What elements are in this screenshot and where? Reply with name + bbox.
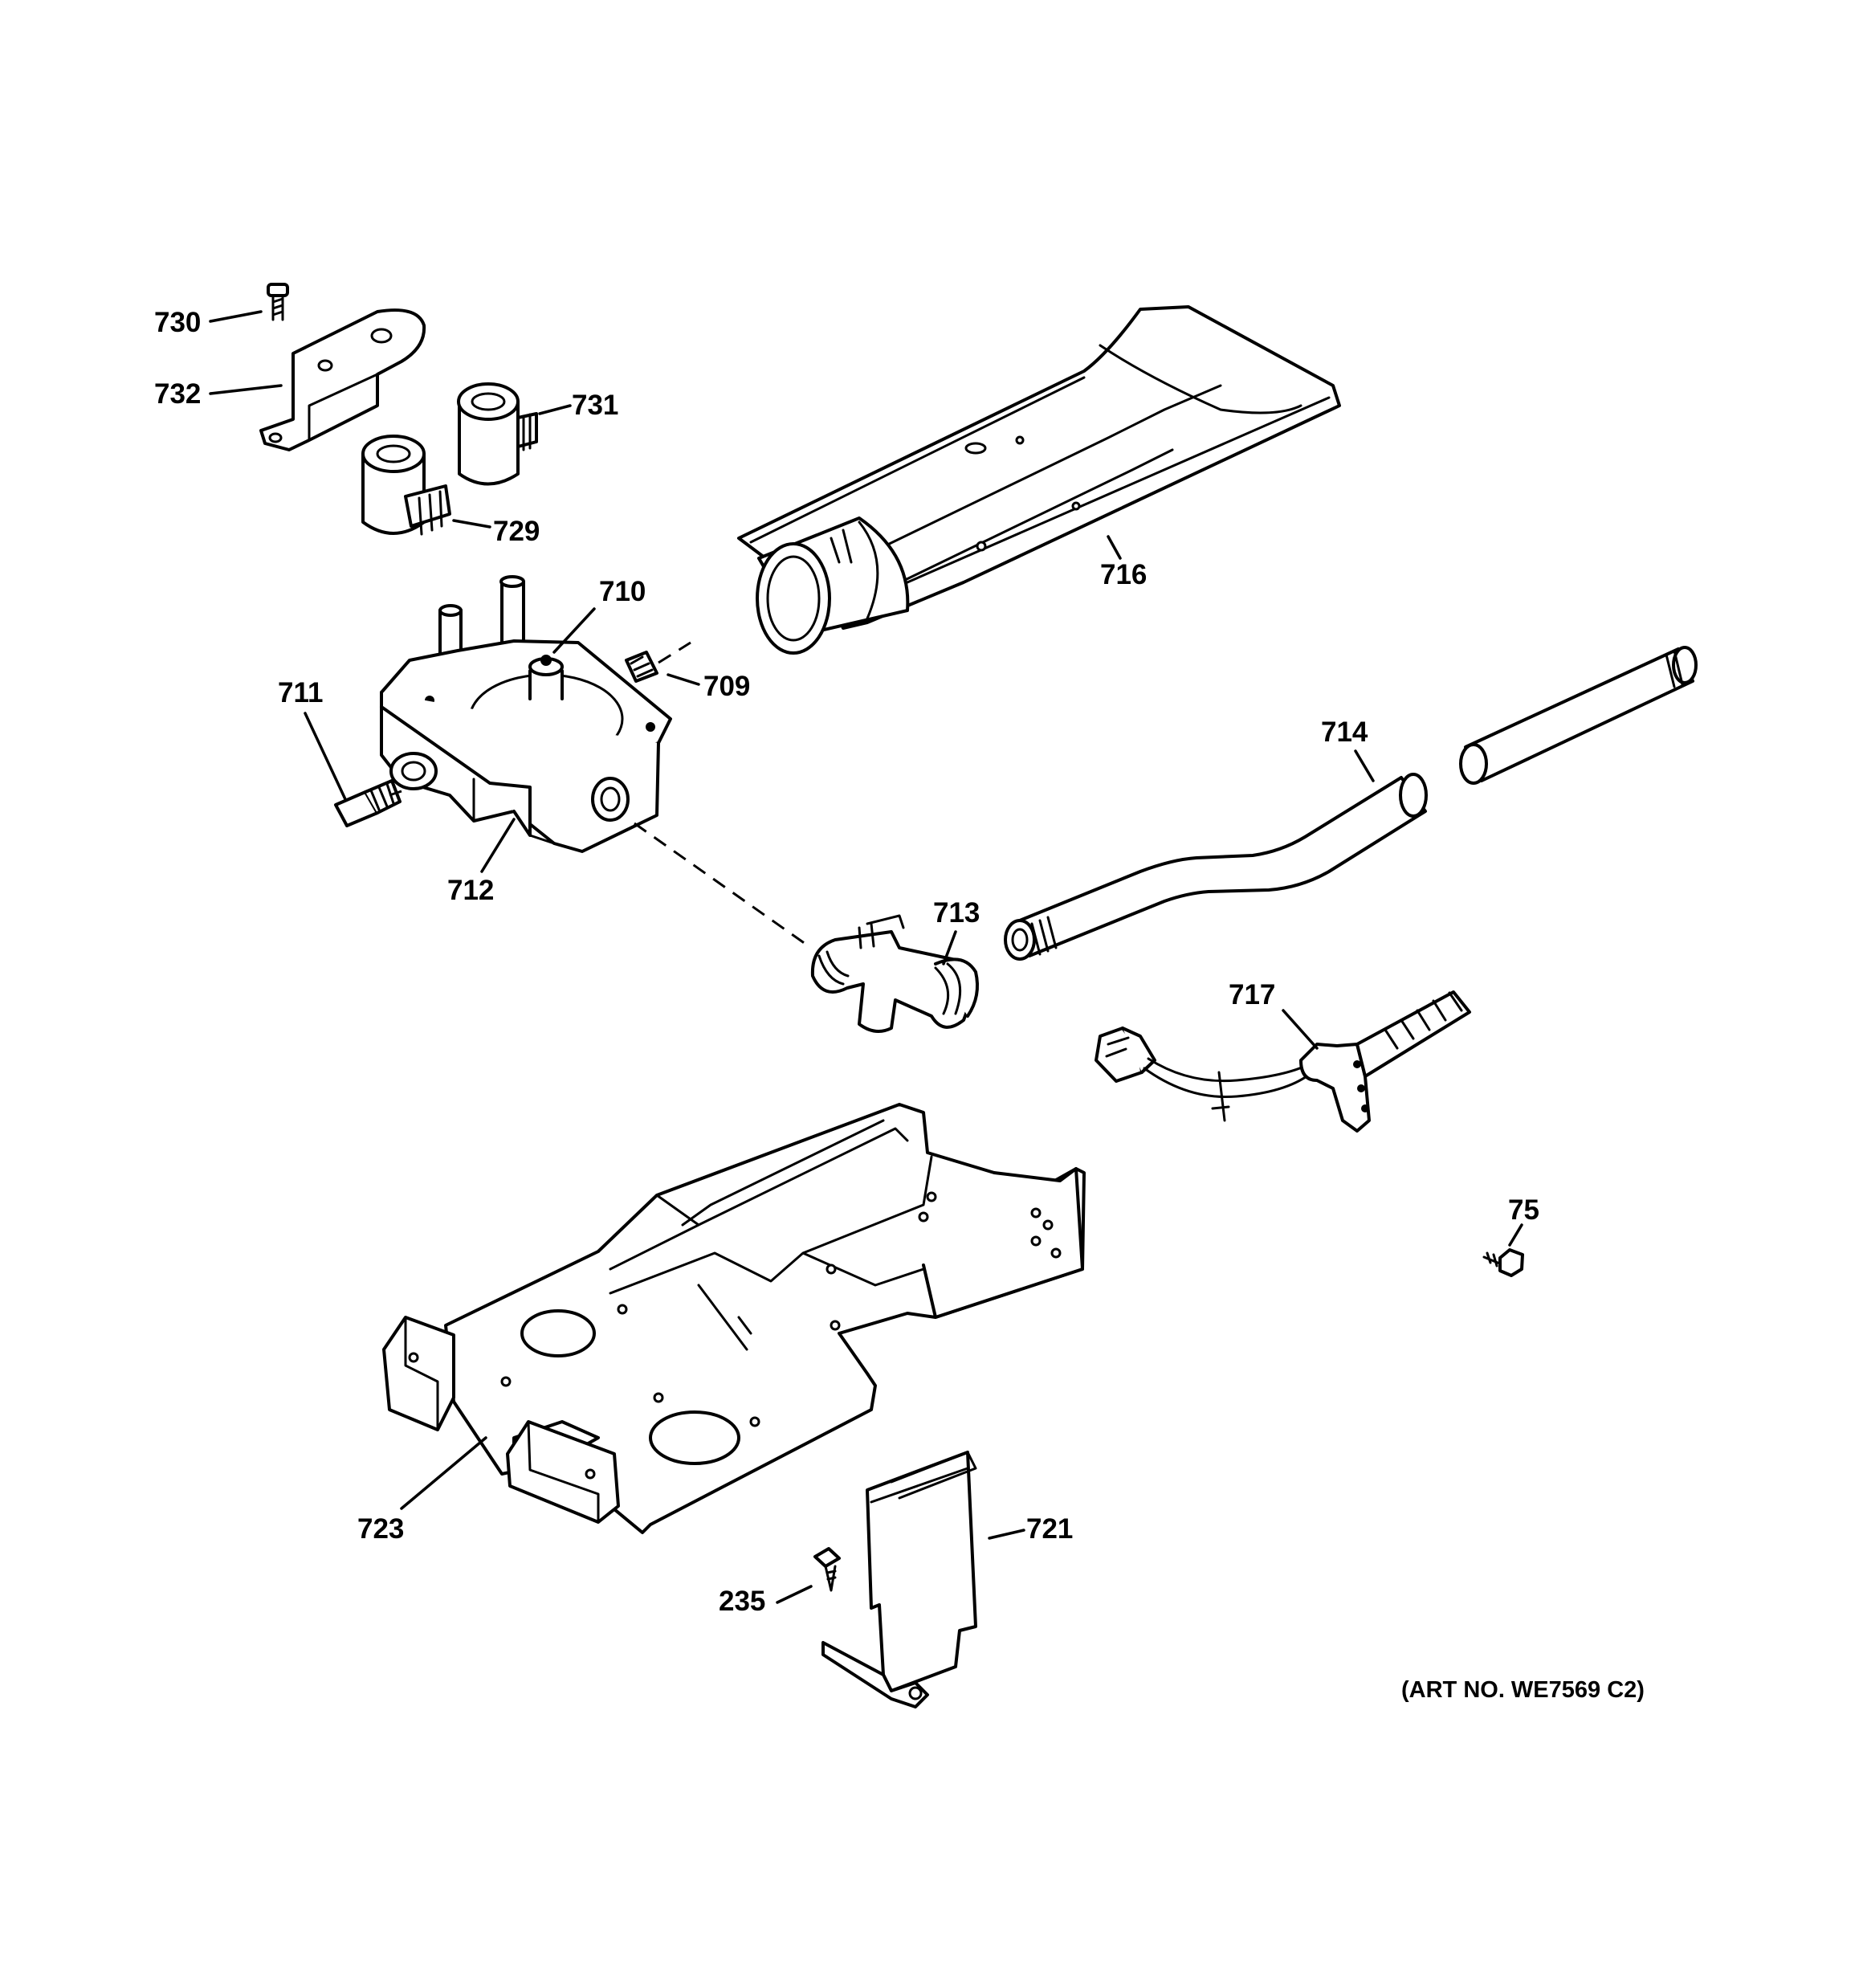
leader-717 (1282, 1009, 1319, 1050)
igniter-717 (1095, 990, 1471, 1133)
leader-723 (400, 1436, 487, 1510)
callout-730: 730 (154, 307, 201, 338)
shield-721 (821, 1451, 977, 1708)
leader-712 (480, 818, 516, 873)
elbow-fitting-713 (810, 914, 979, 1033)
callout-713: 713 (933, 897, 980, 929)
pipe-extension (1459, 646, 1698, 785)
coil-731 (457, 382, 538, 486)
screw-730 (267, 283, 289, 321)
callout-710: 710 (599, 576, 646, 607)
callout-723: 723 (357, 1513, 404, 1545)
leader-711 (304, 712, 347, 801)
leader-710 (552, 607, 596, 654)
dashline-711 (389, 790, 402, 797)
gas-valve-710 (380, 575, 672, 853)
bracket-723 (382, 1103, 1086, 1534)
leader-235 (776, 1585, 813, 1604)
leader-732 (209, 384, 283, 395)
pipe-714 (1004, 773, 1428, 961)
callout-716: 716 (1100, 559, 1147, 590)
leader-714 (1354, 749, 1375, 782)
dashline-713 (634, 822, 812, 949)
callout-709: 709 (703, 671, 750, 702)
leader-713 (942, 930, 957, 965)
leader-731 (538, 404, 572, 415)
leader-721 (988, 1529, 1025, 1540)
leader-716 (1107, 535, 1122, 560)
callout-75: 75 (1508, 1194, 1539, 1226)
callout-711: 711 (278, 677, 323, 708)
fitting-711 (334, 779, 402, 827)
callout-235: 235 (719, 1586, 765, 1617)
leader-730 (209, 310, 263, 323)
screw-75 (1482, 1248, 1524, 1277)
bracket-732 (259, 308, 426, 451)
callout-714: 714 (1321, 716, 1368, 748)
coil-729 (361, 435, 451, 536)
callout-717: 717 (1229, 979, 1275, 1010)
callout-732: 732 (154, 378, 201, 410)
callout-712: 712 (447, 875, 494, 906)
burner-housing-716 (737, 305, 1341, 655)
callout-731: 731 (572, 390, 618, 421)
leader-75 (1508, 1223, 1523, 1247)
leader-729 (452, 519, 491, 529)
callout-729: 729 (493, 516, 540, 547)
callout-721: 721 (1026, 1513, 1073, 1545)
art-number: (ART NO. WE7569 C2) (1401, 1677, 1645, 1703)
screw-235 (813, 1547, 841, 1592)
leader-709 (667, 673, 700, 686)
dashline-709 (658, 641, 691, 664)
orifice-709 (625, 651, 658, 683)
